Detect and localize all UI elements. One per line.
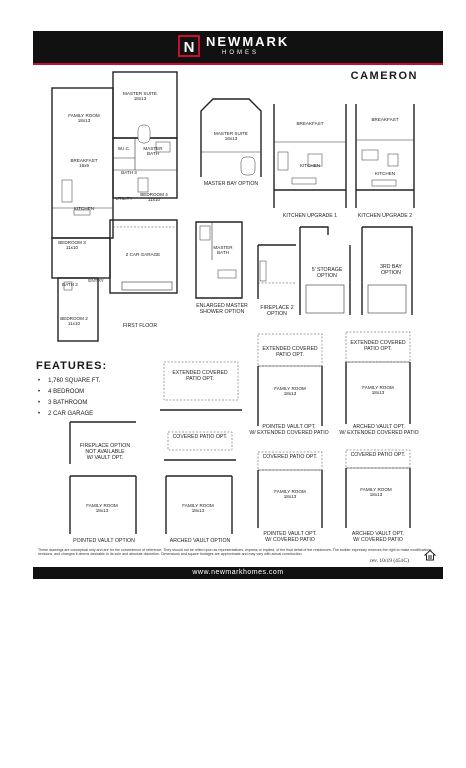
feature-item: 2 CAR GARAGE: [38, 409, 100, 420]
room-bath-3: BATH 3: [121, 170, 137, 175]
brand-name: NEWMARK: [206, 34, 290, 49]
covered-patio-plan: [164, 431, 236, 461]
features-list: 1,760 SQUARE FT. 4 BEDROOM 3 BATHROOM 2 …: [38, 376, 100, 420]
first-floor-caption: FIRST FLOOR: [122, 323, 158, 329]
master-bay-caption: MASTER BAY OPTION: [203, 181, 259, 187]
enlarged-master-shower-plan: [195, 221, 243, 299]
room-utility: UTILITY: [115, 196, 133, 201]
disclaimer-text: These drawings are conceptual only and a…: [38, 548, 433, 557]
revision-label: rev. 10/19 (451C): [370, 558, 409, 564]
feature-item: 4 BEDROOM: [38, 387, 100, 398]
kitchen-upgrade-2-breakfast: BREAKFAST: [371, 117, 399, 122]
features-title: FEATURES:: [36, 360, 108, 372]
room-wic: W.I.C.: [117, 146, 131, 151]
master-bay-option-plan: [200, 98, 262, 177]
kitchen-upgrade-1-plan: [273, 104, 347, 208]
arched-vault-caption: ARCHED VAULT OPTION: [169, 538, 231, 544]
newmark-logo-icon: N: [178, 35, 200, 57]
feature-item: 1,760 SQUARE FT.: [38, 376, 100, 387]
arched-vault-ext-caption: ARCHED VAULT OPT.W/ EXTENDED COVERED PAT…: [339, 424, 419, 436]
room-bath-2: BATH 2: [62, 282, 78, 287]
equal-housing-icon: [424, 549, 436, 561]
pointed-vault-ext-plan: [257, 333, 323, 426]
pointed-vault-cov-plan: [257, 451, 323, 528]
kitchen-upgrade-1-breakfast: BREAKFAST: [296, 121, 324, 126]
footer-bar: [33, 567, 443, 579]
feature-item: 3 BATHROOM: [38, 398, 100, 409]
arched-vault-cov-caption: ARCHED VAULT OPT.W/ COVERED PATIO: [351, 531, 405, 543]
kitchen-upgrade-2-caption: KITCHEN UPGRADE 2: [357, 213, 413, 219]
room-garage: 2 CAR GARAGE: [125, 252, 161, 257]
arched-vault-cov-plan: [345, 449, 411, 528]
arched-vault-plan: [165, 475, 233, 534]
header-accent-line: [33, 63, 443, 65]
kitchen-upgrade-1-kitchen: KITCHEN: [299, 163, 321, 168]
kitchen-upgrade-2-plan: [355, 104, 415, 208]
kitchen-upgrade-2-kitchen: KITCHEN: [374, 171, 396, 176]
arched-vault-cov-top: COVERED PATIO OPT.: [350, 452, 406, 458]
room-kitchen: KITCHEN: [73, 206, 95, 211]
fireplace-note-plan: [69, 421, 136, 464]
kitchen-upgrade-1-caption: KITCHEN UPGRADE 1: [282, 213, 338, 219]
fireplace-2-plan: [257, 244, 296, 299]
pointed-vault-caption: POINTED VAULT OPTION: [73, 538, 135, 544]
header-bar: [33, 31, 443, 63]
bay-3rd-plan: [361, 226, 413, 315]
pointed-vault-cov-caption: POINTED VAULT OPT.W/ COVERED PATIO: [263, 531, 317, 543]
storage-5-plan: [299, 226, 351, 315]
brand-sub: HOMES: [222, 50, 260, 56]
pointed-vault-plan: [69, 475, 137, 534]
covered-patio-caption: COVERED PATIO OPT.: [172, 434, 228, 440]
room-entry: ENTRY: [88, 278, 104, 283]
first-floor-plan: [51, 71, 178, 342]
extended-covered-patio-plan: [160, 361, 242, 411]
pointed-vault-cov-top: COVERED PATIO OPT.: [262, 454, 318, 460]
plan-name: CAMERON: [350, 70, 418, 82]
arched-vault-ext-plan: [345, 331, 411, 424]
pointed-vault-ext-caption: POINTED VAULT OPT.W/ EXTENDED COVERED PA…: [249, 424, 329, 436]
footer-website-link[interactable]: www.newmarkhomes.com: [192, 569, 284, 576]
